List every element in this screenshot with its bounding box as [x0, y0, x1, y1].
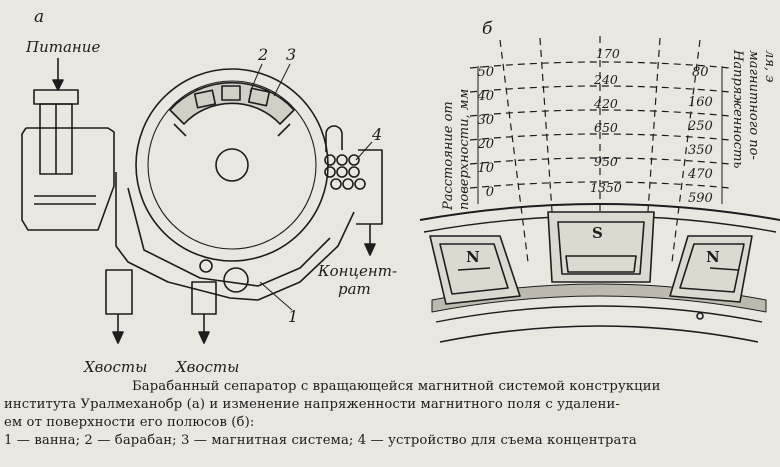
field-right-tick: 160 [688, 95, 713, 110]
distance-tick: 30 [477, 113, 494, 128]
distance-tick: 20 [476, 137, 494, 152]
left-axis-title-1: Расстояние от [441, 101, 456, 211]
field-center-tick: 1350 [590, 180, 622, 195]
pole-letter-s: S [592, 224, 603, 242]
field-right-tick: 350 [688, 143, 713, 158]
panel-a-label: а [34, 7, 44, 27]
feed-label: Питание [25, 38, 100, 56]
part-number-1: 1 [288, 307, 298, 326]
tails-label-left: Хвосты [83, 358, 147, 376]
part-number-4: 4 [371, 125, 382, 144]
caption-legend: 1 — ванна; 2 — барабан; 3 — магнитная си… [4, 433, 637, 448]
distance-tick: 10 [477, 161, 494, 176]
part-number-2: 2 [257, 45, 268, 64]
field-right-tick: 80 [692, 65, 709, 80]
left-axis-title-2: поверхности, мм [457, 89, 472, 210]
field-center-tick: 420 [593, 96, 618, 111]
field-center-tick: 240 [593, 72, 618, 87]
field-right-tick: 250 [687, 119, 713, 134]
caption-line-2: института Уралмеханобр (а) и изменение н… [4, 397, 620, 412]
panel-b-label: б [482, 19, 493, 39]
right-axis-title-3: ля, э [762, 50, 777, 82]
distance-tick: 50 [477, 65, 494, 80]
field-center-tick: 650 [594, 120, 618, 135]
caption-line-1: Барабанный сепаратор с вращающейся магни… [132, 379, 661, 394]
concentrate-label-2: рат [338, 280, 371, 298]
concentrate-label-1: Концент- [317, 262, 397, 280]
field-center-tick: 170 [596, 46, 620, 61]
pole-letter-n-right: N [706, 248, 720, 266]
right-axis-title-2: магнитного по- [746, 50, 761, 160]
figure-caption: Барабанный сепаратор с вращающейся магни… [4, 378, 776, 450]
right-axis-title-1: Напряженность [730, 49, 745, 169]
separator-drawing [21, 58, 383, 344]
distance-tick: 0 [486, 185, 494, 200]
caption-line-3: ем от поверхности его полюсов (б): [4, 415, 255, 430]
separator-figure: а Питание 2 3 4 1 Концент- рат Хвосты Хв… [21, 7, 780, 376]
field-center-tick: 950 [594, 154, 618, 169]
pole-letter-n-left: N [466, 248, 480, 266]
field-right-tick: 470 [687, 167, 713, 182]
field-diagram [419, 36, 780, 343]
distance-tick: 40 [476, 89, 494, 104]
field-right-tick: 590 [688, 191, 713, 206]
part-number-3: 3 [286, 45, 296, 64]
tails-label-right: Хвосты [175, 358, 239, 376]
